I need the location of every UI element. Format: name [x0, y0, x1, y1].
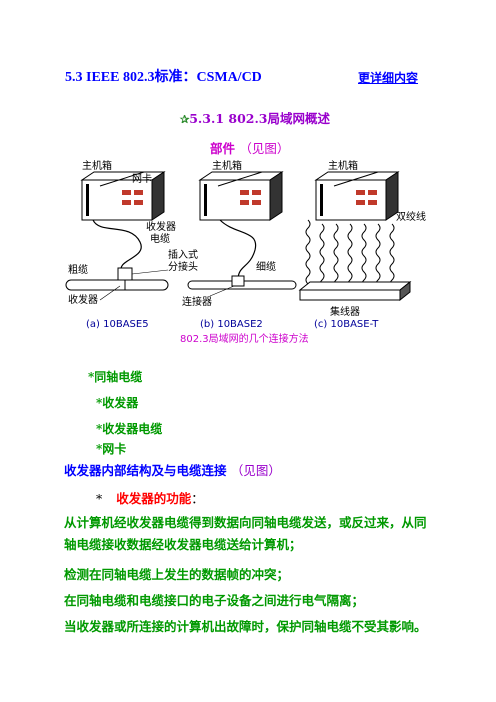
label-thick-cable: 粗缆 — [68, 263, 88, 276]
caption-a: (a) 10BASE5 — [86, 319, 149, 330]
function-paragraph-2: 检测在同轴电缆上发生的数据帧的冲突； — [64, 567, 290, 582]
t-connector — [231, 275, 245, 287]
list-item-nic: *网卡 — [96, 442, 127, 456]
list-item-coax: *同轴电缆 — [88, 370, 143, 384]
label-transceiver-cable-2: 电缆 — [150, 232, 170, 245]
lan-connection-figure: 主机箱 网卡 收发器 电缆 插入式 分接头 粗缆 收发器 主机箱 细缆 连接器 — [65, 160, 426, 345]
transceiver-section-title: 收发器内部结构及与电缆连接 — [64, 463, 227, 478]
page-title: 5.3 IEEE 802.3标准：CSMA/CD — [65, 70, 262, 85]
subsection-title: 5.3.1 802.3局域网概述 — [189, 111, 331, 126]
label-plug-tap-2: 分接头 — [168, 260, 198, 273]
host-box-c — [314, 171, 400, 221]
label-transceiver-cable-1: 收发器 — [146, 220, 176, 233]
hub — [298, 280, 412, 302]
parts-label: 部件 — [210, 141, 236, 156]
thick-coax-cable — [65, 279, 169, 291]
function-bullet: * — [96, 491, 103, 506]
transceiver-section-heading: 收发器内部结构及与电缆连接 （见图） — [64, 460, 281, 479]
host-box-a — [80, 171, 166, 221]
label-host-box-b: 主机箱 — [212, 160, 242, 172]
host-box-b — [198, 171, 284, 221]
function-paragraph-1: 从计算机经收发器电缆得到数据向同轴电缆发送，或反过来，从同轴电缆接收数据经收发器… — [64, 515, 427, 552]
caption-c: (c) 10BASE-T — [314, 319, 379, 330]
more-details-link[interactable]: 更详细内容 — [358, 71, 419, 85]
label-host-box-c: 主机箱 — [328, 160, 358, 172]
caption-b: (b) 10BASE2 — [200, 319, 263, 330]
function-label: 收发器的功能 — [116, 491, 192, 506]
label-plug-tap-1: 插入式 — [168, 248, 198, 261]
label-host-box-a: 主机箱 — [82, 160, 112, 172]
list-item-transceiver-cable: *收发器电缆 — [96, 422, 163, 436]
see-figure-link-2[interactable]: （见图） — [230, 463, 281, 478]
label-nic: 网卡 — [132, 172, 152, 185]
parts-heading: 部件 （见图） — [210, 138, 289, 157]
transceiver-a — [117, 267, 133, 281]
label-twisted-pair: 双绞线 — [396, 210, 426, 223]
star-icon: ✰ — [180, 113, 190, 126]
transceiver-function-heading: * 收发器的功能： — [96, 488, 204, 507]
function-paragraph-3: 在同轴电缆和电缆接口的电子设备之间进行电气隔离； — [64, 593, 365, 608]
label-transceiver: 收发器 — [68, 293, 98, 306]
label-thin-cable: 细缆 — [256, 260, 276, 273]
function-paragraph-4: 当收发器或所连接的计算机出故障时，保护同轴电缆不受其影响。 — [64, 619, 427, 634]
label-hub: 集线器 — [330, 305, 360, 318]
subsection-heading: ✰5.3.1 802.3局域网概述 — [180, 108, 330, 127]
caption-main: 802.3局域网的几个连接方法 — [180, 332, 309, 345]
see-figure-link[interactable]: （见图） — [239, 141, 290, 156]
label-connector: 连接器 — [182, 295, 212, 308]
function-colon: ： — [191, 491, 204, 506]
list-item-transceiver: *收发器 — [96, 396, 139, 410]
